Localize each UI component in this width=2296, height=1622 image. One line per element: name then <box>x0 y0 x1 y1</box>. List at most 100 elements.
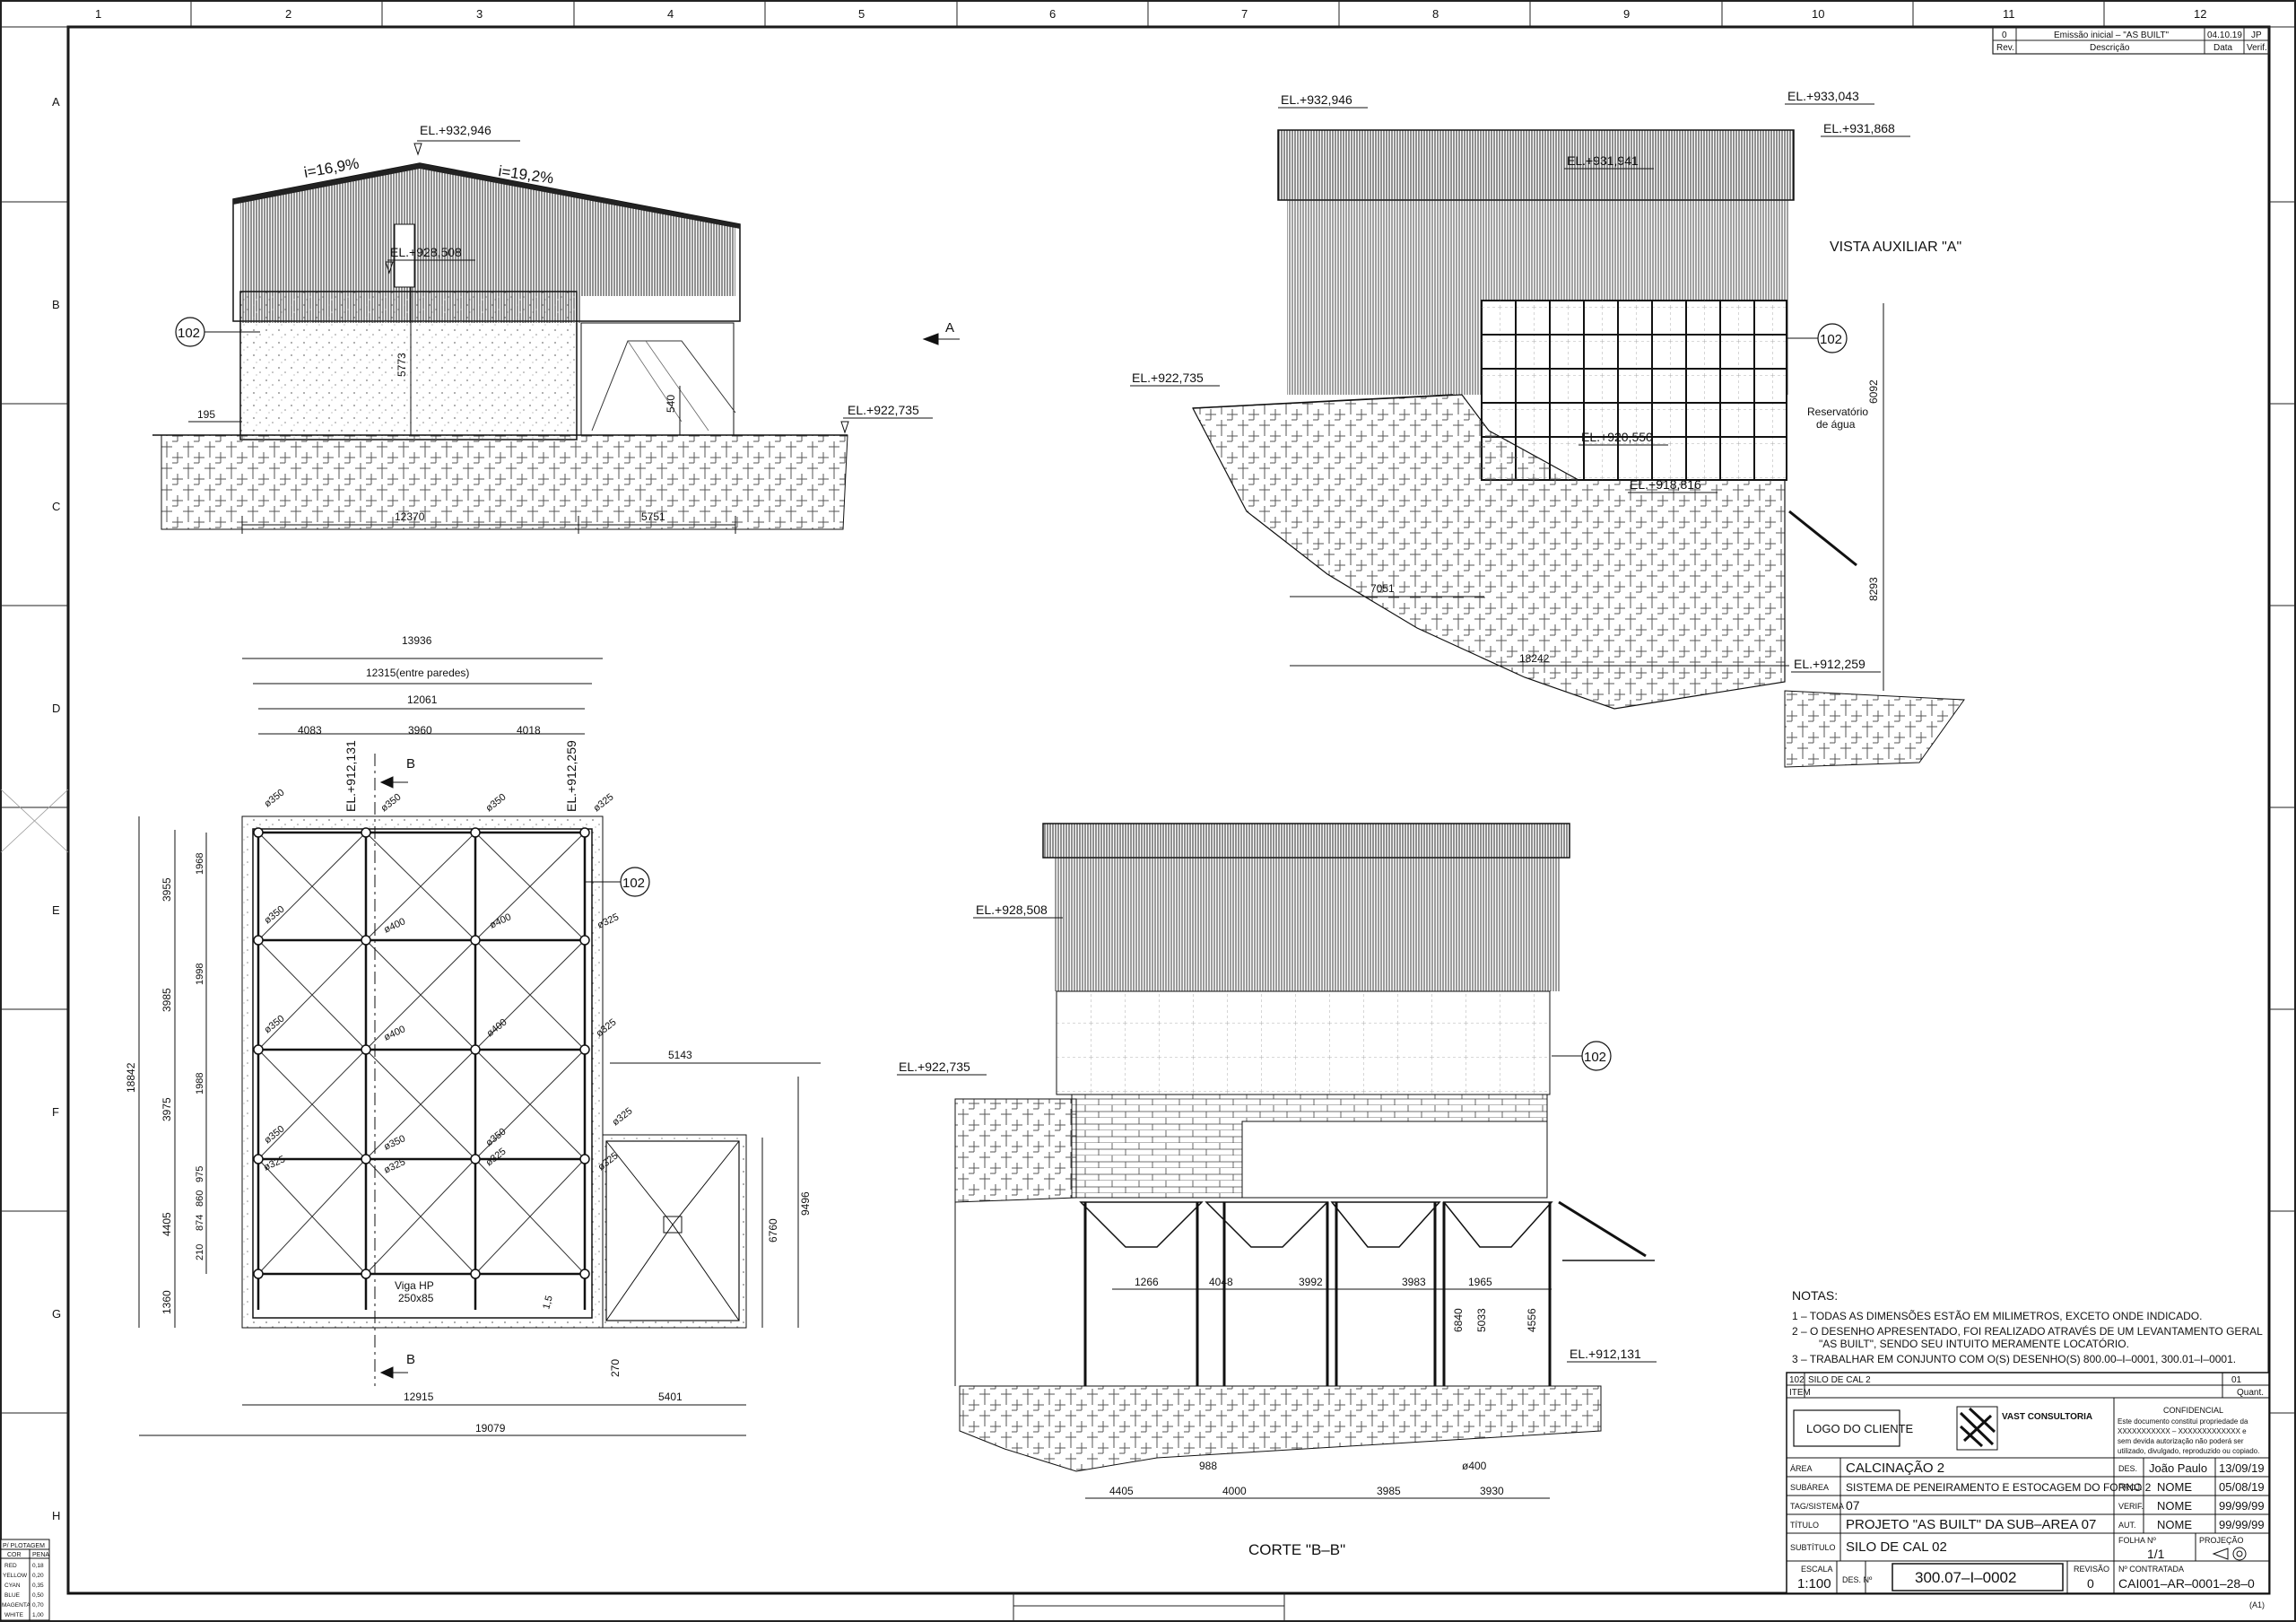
slope-label: 1,5 <box>541 1295 555 1311</box>
reservoir-label: Reservatório <box>1807 406 1868 418</box>
section-title: CORTE "B–B" <box>1248 1541 1345 1558</box>
revision-table: 0 Emissão inicial – "AS BUILT" 04.10.19 … <box>1992 26 2270 55</box>
scale-label: ESCALA <box>1801 1565 1833 1574</box>
verif-header: Verif. <box>2247 43 2267 53</box>
dim-label: 5143 <box>668 1049 692 1061</box>
confidential-text: sem devida autorização não poderá ser <box>2118 1437 2244 1445</box>
elevation-marker: EL.+932,946 <box>1281 92 1352 107</box>
row-label: F <box>52 1105 59 1119</box>
elevation-marker: EL.+912,259 <box>564 740 578 812</box>
dim-label: 4405 <box>161 1212 173 1236</box>
confidential-text: Este documento constitui propriedade da <box>2118 1417 2248 1426</box>
dim-label: 210 <box>195 1244 205 1260</box>
plot-color: CYAN <box>4 1583 21 1589</box>
section-label: B <box>406 1352 415 1367</box>
col-label: 9 <box>1623 7 1630 21</box>
dim-label: 270 <box>609 1359 622 1377</box>
plot-pen-table: P/ PLOTAGEM COR PENA RED 0,18 YELLOW 0,2… <box>0 1539 50 1621</box>
plot-color: RED <box>4 1563 17 1569</box>
signer-date: 05/08/19 <box>2219 1480 2265 1494</box>
col-label: 3 <box>476 7 483 21</box>
client-logo-text: LOGO DO CLIENTE <box>1806 1422 1914 1435</box>
sheet-format: (A1) <box>2249 1600 2265 1609</box>
drawing-number-box <box>1892 1563 2064 1591</box>
revision-verifier: JP <box>2251 31 2262 40</box>
notes-block: NOTAS: 1 – TODAS AS DIMENSÕES ESTÃO EM M… <box>1792 1288 2263 1365</box>
sheet-label: FOLHA Nº <box>2118 1536 2157 1545</box>
col-label: 4 <box>667 7 674 21</box>
title-value: PROJETO "AS BUILT" DA SUB–AREA 07 <box>1846 1517 2096 1532</box>
dim-label: 5033 <box>1475 1308 1488 1332</box>
item-tag: 102 <box>1820 332 1842 347</box>
dim-label: 3975 <box>161 1097 173 1121</box>
beam-label: Viga HP <box>395 1279 434 1292</box>
desc-header: Descrição <box>2090 43 2130 53</box>
drawing-number: 300.07–I–0002 <box>1915 1569 2016 1586</box>
bottom-ruler <box>1013 1593 1285 1620</box>
dim-label: 1965 <box>1468 1276 1492 1288</box>
elevation-marker: EL.+932,946 <box>420 123 491 137</box>
revision-description: Emissão inicial – "AS BUILT" <box>2054 31 2170 40</box>
dim-label: 4556 <box>1526 1308 1538 1332</box>
dim-label: 12370 <box>395 510 425 523</box>
dim-label: 5401 <box>658 1391 683 1403</box>
elevation-view-left: 12370 5751 195 5773 540 EL.+932,946 EL.+… <box>152 123 960 534</box>
subarea-label: SUBÁREA <box>1790 1483 1829 1492</box>
col-label: 8 <box>1432 7 1439 21</box>
plot-color: YELLOW <box>3 1573 28 1579</box>
beam-label: 250x85 <box>398 1292 434 1304</box>
tag-label: TAG/SISTEMA <box>1790 1502 1844 1511</box>
revision-value: 0 <box>2087 1576 2094 1591</box>
signer-name: NOME <box>2157 1518 2192 1531</box>
dim-label: 18842 <box>125 1062 137 1093</box>
note-line: 3 – TRABALHAR EM CONJUNTO COM O(S) DESEN… <box>1792 1353 2236 1365</box>
signer-role: PROJ. <box>2118 1483 2143 1492</box>
note-line: 1 – TODAS AS DIMENSÕES ESTÃO EM MILIMETR… <box>1792 1309 2202 1322</box>
dim-label: 5773 <box>396 353 408 377</box>
confidential-title: CONFIDENCIAL <box>2163 1406 2223 1415</box>
dim-label: 3983 <box>1402 1276 1426 1288</box>
row-label: E <box>52 903 60 917</box>
plot-pen: 1,00 <box>32 1612 44 1618</box>
dim-label: 195 <box>197 408 215 421</box>
dim-label: 19079 <box>475 1422 506 1435</box>
sheet-value: 1/1 <box>2147 1547 2165 1561</box>
row-label: A <box>52 95 60 109</box>
dim-label: 8293 <box>1867 577 1880 601</box>
dim-label: 540 <box>665 395 677 413</box>
dim-label: 5751 <box>641 510 665 523</box>
dim-label: 3955 <box>161 877 173 902</box>
dim-label: 7051 <box>1370 582 1395 595</box>
col-label: 5 <box>858 7 865 21</box>
plot-pen: 0,18 <box>32 1563 44 1569</box>
elevation-marker: EL.+912,259 <box>1794 657 1866 671</box>
section-arrow-icon <box>379 1366 408 1379</box>
confidential-text: utilizado, divulgado, reproduzido ou cop… <box>2118 1447 2259 1455</box>
dim-label: 13936 <box>402 634 432 647</box>
pile-diameter: ø325 <box>591 791 615 814</box>
item-tag: 102 <box>1584 1050 1606 1065</box>
dim-label: 12061 <box>407 693 438 706</box>
elevation-marker: EL.+933,043 <box>1787 89 1859 103</box>
signer-date: 99/99/99 <box>2219 1499 2265 1513</box>
dim-label: 6092 <box>1867 379 1880 404</box>
elevation-marker: EL.+931,941 <box>1567 153 1639 168</box>
revision-label: REVISÃO <box>2074 1565 2109 1574</box>
pile-diameter: ø350 <box>378 791 403 814</box>
section-arrow-icon <box>379 776 408 789</box>
dim-label: 1998 <box>195 964 205 985</box>
tag-value: 07 <box>1846 1498 1860 1513</box>
elevation-marker: EL.+922,735 <box>899 1060 970 1074</box>
dim-label: 975 <box>195 1166 205 1182</box>
view-title: VISTA AUXILIAR "A" <box>1830 240 1961 255</box>
elevation-marker: EL.+912,131 <box>344 740 358 812</box>
signer-date: 13/09/19 <box>2219 1461 2265 1475</box>
row-label: H <box>52 1509 60 1522</box>
subarea-value: SISTEMA DE PENEIRAMENTO E ESTOCAGEM DO F… <box>1846 1481 2152 1494</box>
row-label: B <box>52 298 60 311</box>
elevation-marker: EL.+928,508 <box>976 903 1048 917</box>
item-header: ITEM <box>1789 1388 1811 1398</box>
client-logo-box <box>1793 1409 1900 1447</box>
dim-label: ø400 <box>1462 1460 1487 1472</box>
